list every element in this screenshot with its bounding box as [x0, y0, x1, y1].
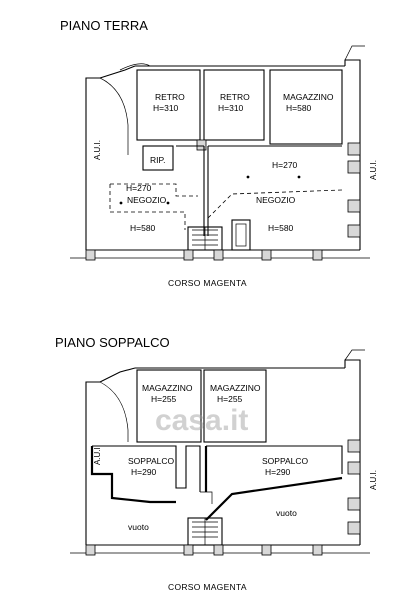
label-negozio-left-h1: H=270: [126, 183, 152, 193]
label-retro-1: RETRO: [155, 92, 185, 102]
watermark-logo: casa.it: [155, 404, 248, 437]
room-retro-1: [136, 69, 201, 141]
label-aui-right: A.U.I.: [369, 160, 378, 180]
label-soppalco-left: SOPPALCO: [128, 456, 175, 466]
label-magazzino-height: H=580: [286, 103, 312, 113]
label-soppalco-right: SOPPALCO: [262, 456, 309, 466]
label-magazzino-1: MAGAZZINO: [142, 383, 193, 393]
ground-floor-title: PIANO TERRA: [60, 18, 148, 33]
label-retro-1-height: H=310: [153, 103, 179, 113]
label-negozio-right-h1: H=270: [272, 160, 298, 170]
label-magazzino-1-height: H=255: [151, 394, 177, 404]
room-magazzino-1: [136, 369, 202, 443]
label-aui-left: A.U.I.: [93, 140, 102, 160]
label-negozio-right-h2: H=580: [268, 223, 294, 233]
label-vuoto-right: vuoto: [276, 508, 297, 518]
label-aui-right-mezz: A.U.I.: [369, 470, 378, 490]
label-retro-2-height: H=310: [218, 103, 244, 113]
label-soppalco-right-height: H=290: [265, 467, 291, 477]
label-negozio-left-h2: H=580: [130, 223, 156, 233]
room-rip: [142, 145, 174, 171]
label-negozio-left: NEGOZIO: [127, 195, 167, 205]
mezzanine-floor-plan: casa.it MAGAZZINO H=255 MAGAZZINO H=255 …: [70, 349, 378, 592]
label-soppalco-left-height: H=290: [131, 467, 157, 477]
ground-floor-plan: RETRO H=310 RETRO H=310 MAGAZZINO H=580 …: [70, 45, 378, 288]
room-retro-2: [203, 69, 265, 141]
label-negozio-right: NEGOZIO: [256, 195, 296, 205]
room-magazzino-2: [203, 369, 267, 443]
label-magazzino-2: MAGAZZINO: [210, 383, 261, 393]
label-retro-2: RETRO: [220, 92, 250, 102]
label-rip: RIP.: [150, 155, 165, 165]
mezzanine-floor-title: PIANO SOPPALCO: [55, 335, 170, 350]
label-aui-left-mezz: A.U.I.: [93, 445, 102, 465]
label-street-ground: CORSO MAGENTA: [168, 278, 247, 288]
label-street-mezzanine: CORSO MAGENTA: [168, 582, 247, 592]
label-magazzino-2-height: H=255: [217, 394, 243, 404]
label-vuoto-left: vuoto: [128, 522, 149, 532]
room-magazzino: [269, 69, 343, 145]
label-magazzino: MAGAZZINO: [283, 92, 334, 102]
